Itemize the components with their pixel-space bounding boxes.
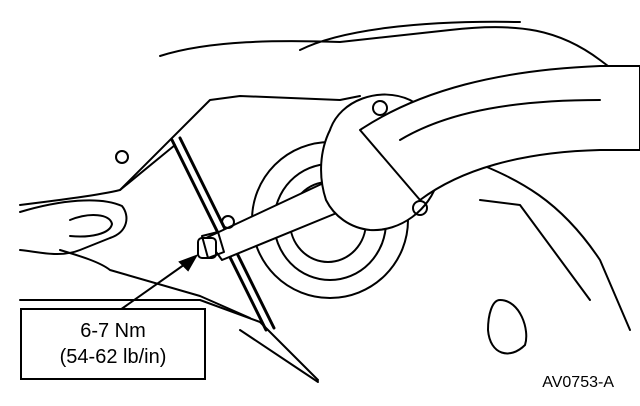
door-panel-lower xyxy=(19,144,176,206)
wrench-bolt-top xyxy=(372,100,388,116)
torque-callout-box: 6-7 Nm (54-62 lb/in) xyxy=(20,308,206,380)
torque-nm-label: 6-7 Nm xyxy=(80,320,146,342)
rear-panel-edge xyxy=(479,199,591,301)
fastener-washer xyxy=(201,231,225,259)
bracket-inner xyxy=(69,214,113,238)
grommet-hole xyxy=(221,215,235,229)
upper-housing-lip xyxy=(299,20,521,51)
wrench-bolt-bottom xyxy=(412,200,428,216)
rear-panel-outline xyxy=(469,159,631,331)
lower-frame xyxy=(19,299,319,381)
drive-tube-highlight xyxy=(399,99,601,141)
drive-tube xyxy=(359,65,640,201)
rear-panel-slot xyxy=(487,299,528,355)
panel-hole xyxy=(115,150,129,164)
bracket-arm xyxy=(59,249,251,319)
torque-lbin-label: (54-62 lb/in) xyxy=(59,346,167,368)
upper-housing-outline xyxy=(159,26,640,91)
bracket-outline xyxy=(19,199,128,256)
callout-arrowhead xyxy=(178,254,199,272)
door-panel-outline xyxy=(119,95,361,191)
figure-id-label: AV0753-A xyxy=(542,374,614,391)
lower-frame-edge xyxy=(239,329,319,383)
callout-leader-line xyxy=(119,261,189,311)
